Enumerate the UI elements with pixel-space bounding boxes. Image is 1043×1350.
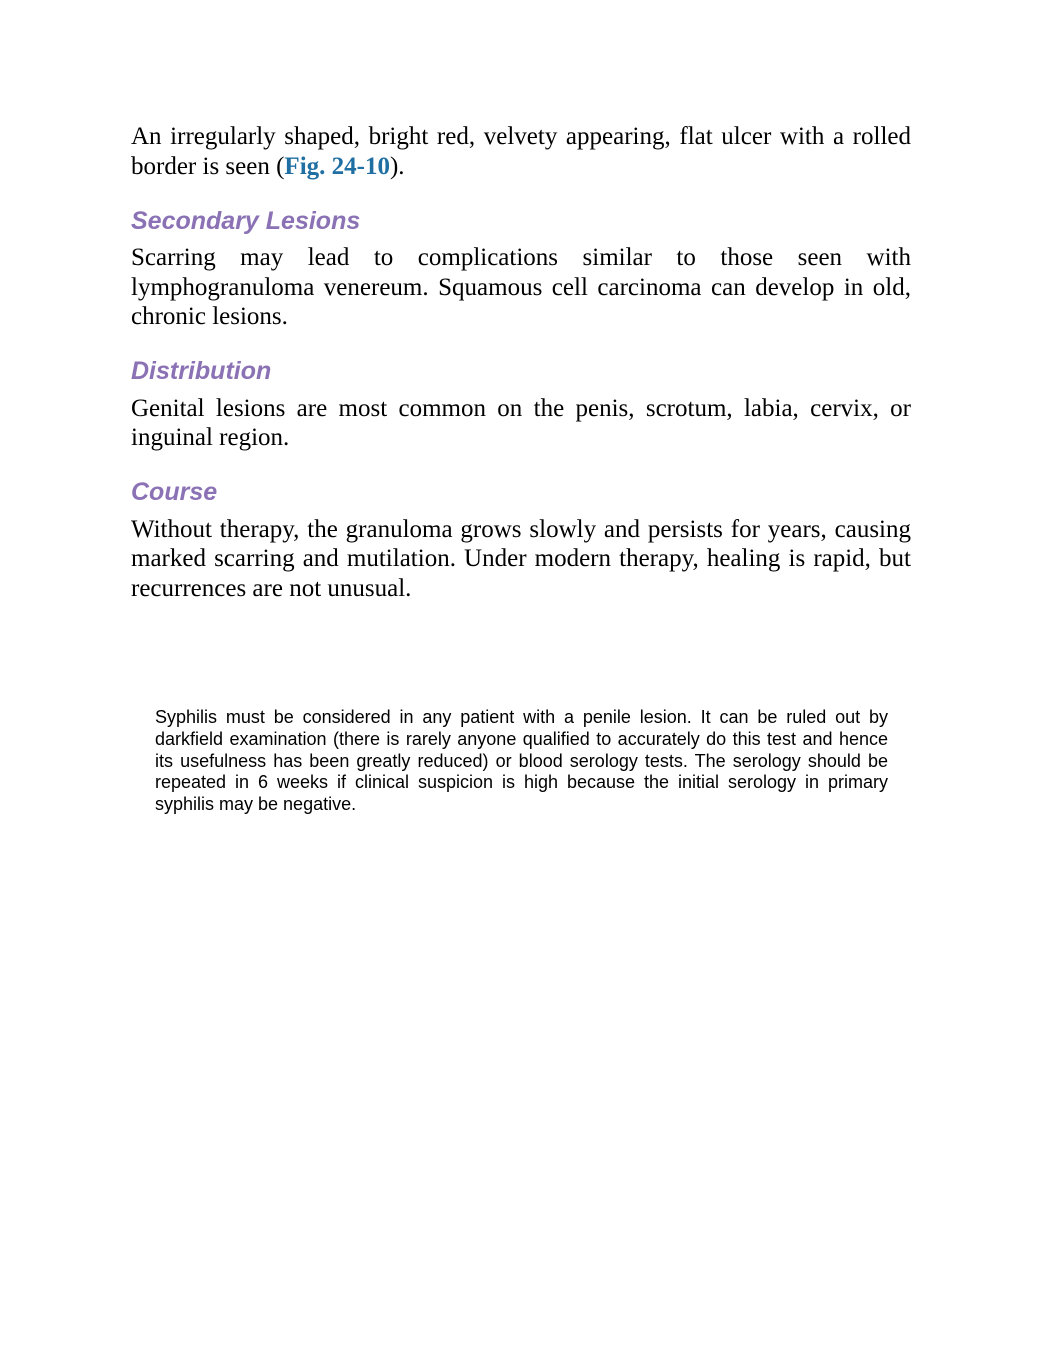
figure-reference-link[interactable]: Fig. 24-10 (284, 152, 390, 180)
syphilis-note: Syphilis must be considered in any patie… (155, 707, 888, 815)
intro-paragraph: An irregularly shaped, bright red, velve… (131, 122, 911, 181)
heading-course: Course (131, 477, 218, 506)
intro-text-after-ref: ). (389, 152, 405, 180)
secondary-lesions-paragraph: Scarring may lead to complications simil… (131, 244, 911, 330)
distribution-paragraph: Genital lesions are most common on the p… (131, 394, 911, 452)
document-page: An irregularly shaped, bright red, velve… (131, 122, 911, 603)
heading-distribution: Distribution (131, 356, 272, 385)
course-paragraph: Without therapy, the granuloma grows slo… (131, 515, 911, 602)
intro-text-before-ref: An irregularly shaped, bright red, velve… (131, 123, 911, 180)
heading-secondary-lesions: Secondary Lesions (131, 207, 361, 235)
